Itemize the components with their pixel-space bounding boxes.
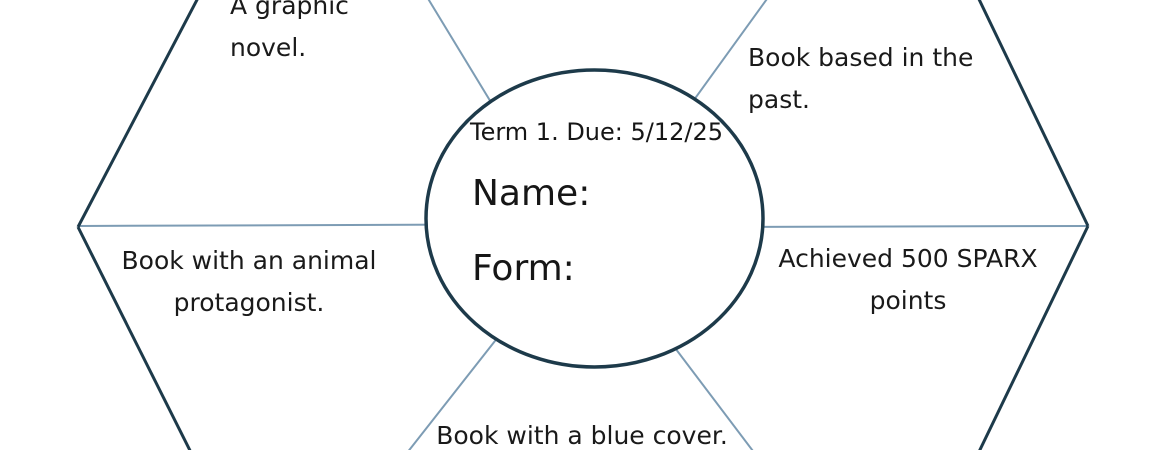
center-circle	[424, 68, 765, 369]
segment-label-book-past: Book based in the past.	[748, 43, 974, 114]
segment-label-blue-cover: Book with a blue cover.	[436, 421, 728, 450]
segment-label-animal-protagonist: Book with an animal protagonist.	[121, 246, 377, 317]
hexagon-edge-upper-right	[977, 0, 1090, 227]
segment-label-sparx-points: Achieved 500 SPARX points	[778, 244, 1038, 315]
hexagon-edge-lower-left	[76, 226, 192, 450]
spoke-right-line	[699, 225, 1089, 228]
segment-label-graphic-novel: A graphic novel.	[230, 0, 349, 62]
form-label: Form:	[472, 248, 575, 289]
hexagon-edge-lower-right	[978, 225, 1090, 450]
hexagon-edge-upper-left	[76, 0, 199, 228]
name-label: Name:	[472, 173, 591, 214]
term-due-text: Term 1. Due: 5/12/25	[470, 118, 724, 146]
